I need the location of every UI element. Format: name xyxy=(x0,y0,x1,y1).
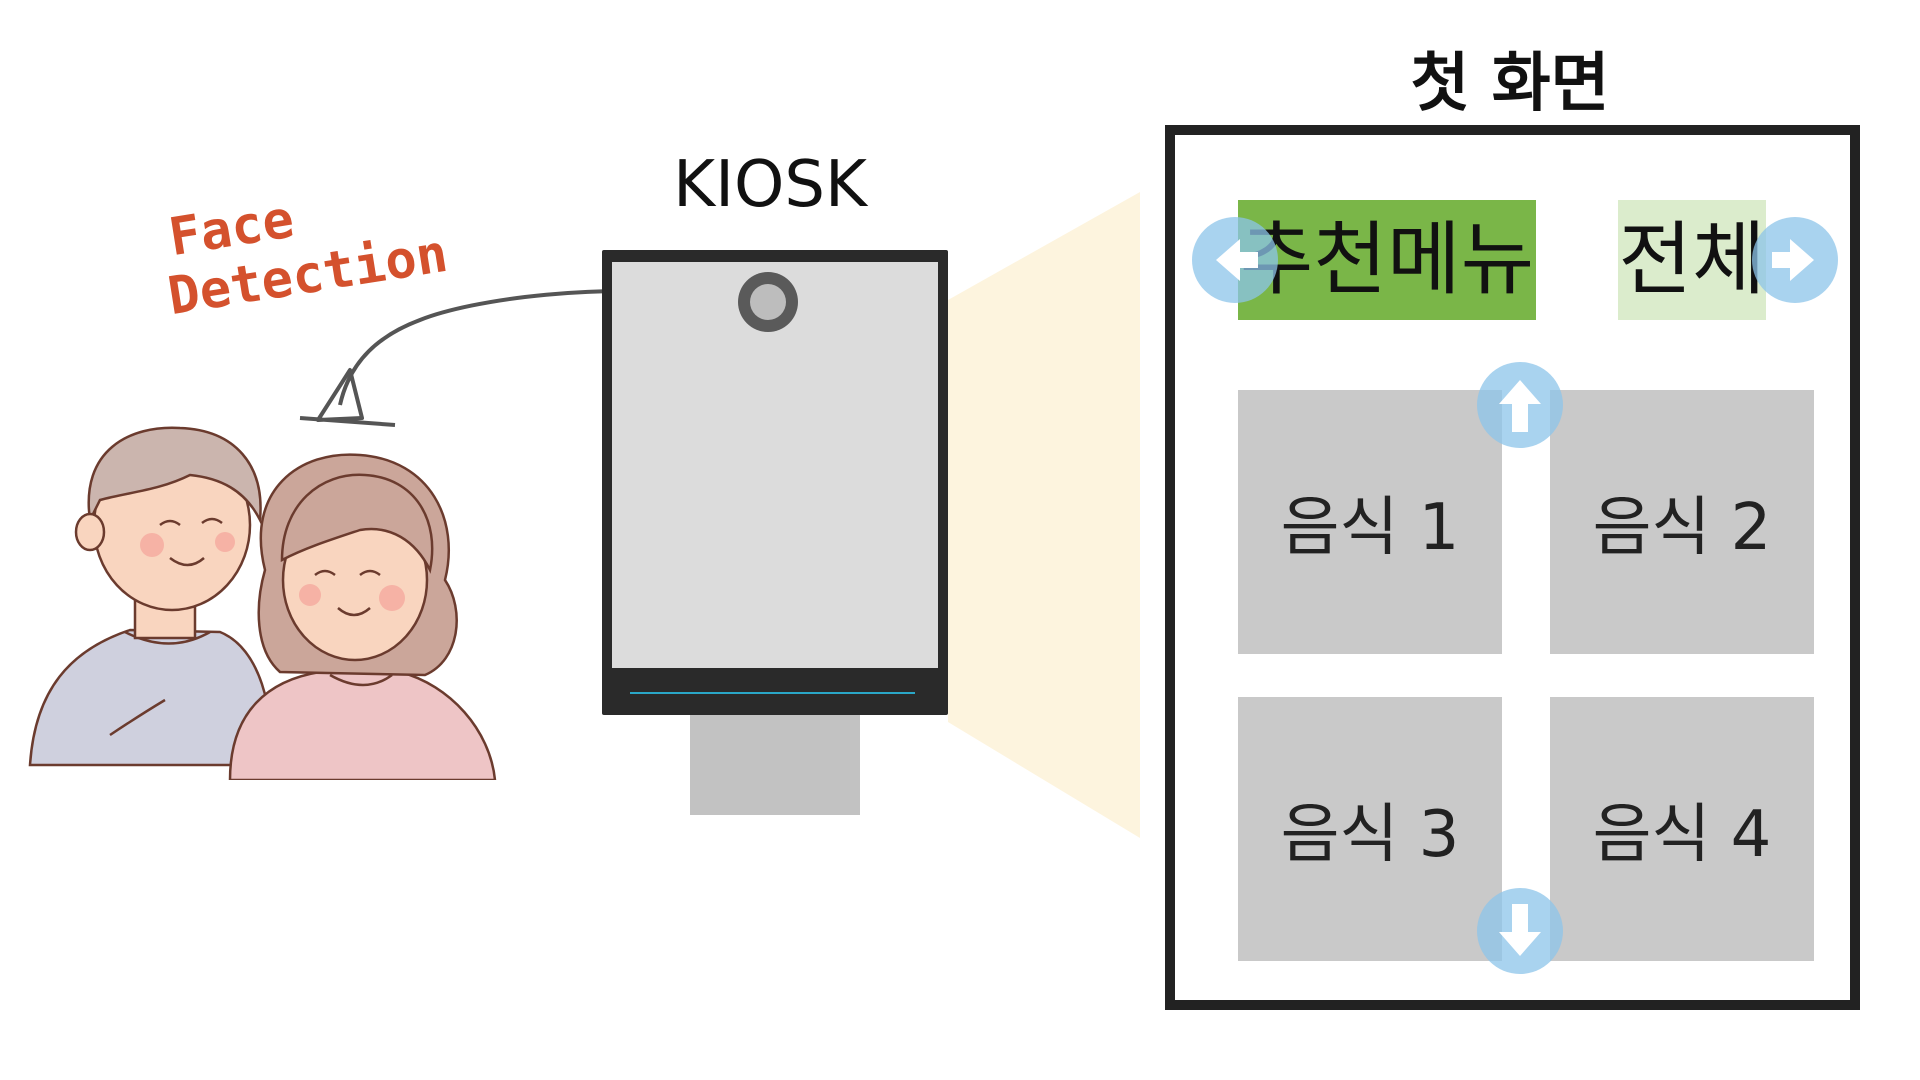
kiosk-stand xyxy=(690,715,860,815)
arrow-down-icon[interactable] xyxy=(1477,888,1563,974)
tab-recommended[interactable]: 추천메뉴 xyxy=(1238,200,1536,320)
food-item-1[interactable]: 음식 1 xyxy=(1238,390,1502,654)
food-item-2[interactable]: 음식 2 xyxy=(1550,390,1814,654)
arrow-up-icon[interactable] xyxy=(1477,362,1563,448)
food-item-4[interactable]: 음식 4 xyxy=(1550,697,1814,961)
screen-title: 첫 화면 xyxy=(1410,47,1610,121)
kiosk-light-strip xyxy=(630,692,915,694)
elderly-couple-illustration xyxy=(28,426,497,780)
kiosk-title: KIOSK xyxy=(673,148,867,222)
arrow-right-icon[interactable] xyxy=(1752,217,1838,303)
woman-hair xyxy=(280,473,434,574)
camera-lens xyxy=(750,284,786,320)
arrow-left-icon[interactable] xyxy=(1192,217,1278,303)
food-item-3[interactable]: 음식 3 xyxy=(1238,697,1502,961)
man-hair xyxy=(87,426,262,525)
tab-all[interactable]: 전체 xyxy=(1618,200,1766,320)
